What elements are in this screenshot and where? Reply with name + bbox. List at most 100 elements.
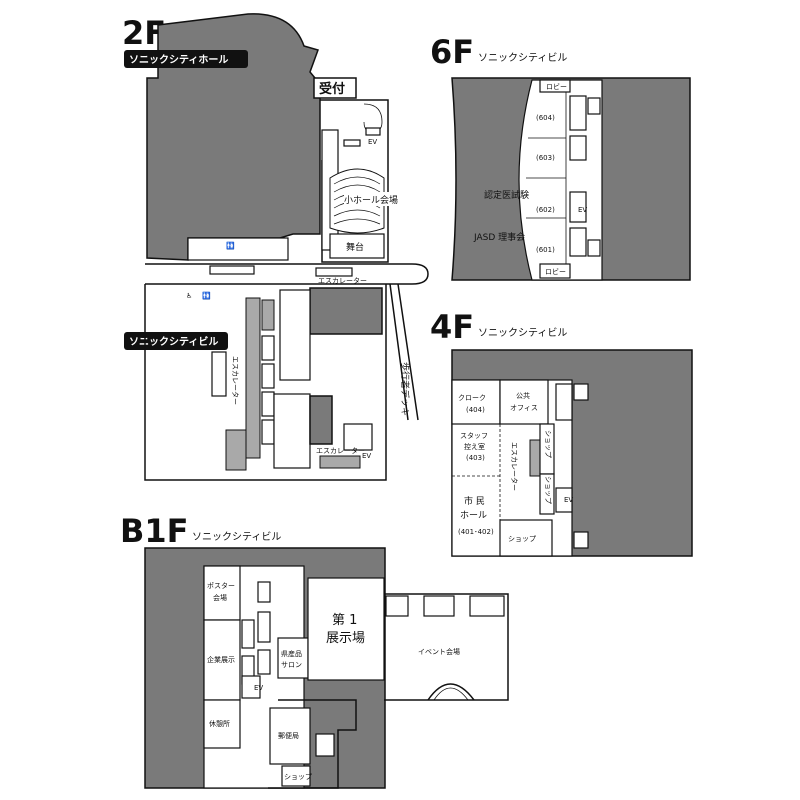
floor-4f: 4F ソニックシティビル クローク (404) 公共 オフィス スタッフ 控え室… [430,308,693,557]
b1f-col-1 [241,619,255,649]
2f-inner-court [279,289,311,381]
building-badge-text: ソニックシティビル [129,335,218,348]
4f-shop-c [499,519,553,557]
6f-room-603: (603) [536,154,555,162]
public-office [499,379,549,425]
b1f-shop-label: ショップ [284,773,312,781]
escalator-vertical-label: エスカレーター [231,356,240,405]
2f-hall-lower-strip [187,237,289,261]
4f-core-top [555,383,573,421]
event-hall-booth-2 [423,595,455,617]
2f-ev-block [343,423,373,451]
corporate-label: 企業展示 [207,655,235,664]
escalator-vertical-icon [211,351,227,397]
2f-corridor-room [209,265,255,275]
b1f-stair-top [257,581,271,603]
floor-4f-label: 4F [430,308,474,346]
pedestrian-deck [389,283,419,421]
6f-lobby-bottom [539,263,571,279]
4f-ev-label: EV [564,496,573,504]
post-office-label: 郵便局 [278,731,299,740]
2f-stack-2 [261,363,275,389]
2f-gray-bottom-left [225,429,247,471]
event-hall-outline [384,593,509,701]
hall1-label-2: 展示場 [326,631,365,646]
floor-b1f-label: B1F [120,512,189,550]
event-label: イベント会場 [418,647,460,656]
civic-hall-label-2: ホール [460,510,487,521]
6f-room-604: (604) [536,114,555,122]
4f-shop-a-label: ショップ [544,430,552,458]
2f-hall-ev-label: EV [368,138,377,146]
restroom-icon: 🚻 [202,291,211,300]
b1f-ev-label: EV [254,684,263,692]
cloak-number: (404) [466,406,485,414]
b1f-col-4 [257,649,271,675]
floor-4f-building: ソニックシティビル [478,327,567,339]
lounge-room [203,699,241,749]
salon-room [277,637,309,679]
6f-room-602: (602) [536,206,555,214]
2f-connector-corridor [145,263,429,285]
6f-lobby-top [539,79,571,93]
6f-stair-bottom [587,239,601,257]
6f-ev-label: EV [578,206,587,214]
b1f-stair-bottom [315,733,335,757]
restroom-icon-2f-hall: 🚻 [226,241,235,250]
2f-gray-column-1 [245,297,261,459]
2f-stack-4 [261,419,275,445]
escalator-bottom-icon [319,455,361,469]
2f-gray-block-right [309,395,333,445]
poster-label-1: ポスター [207,581,235,590]
b1f-shop [281,765,311,787]
event-hall-booth-3 [469,595,505,617]
public-office-label-2: オフィス [510,404,538,412]
lounge-label: 休憩所 [209,719,230,728]
accessible-icon: ♿ [186,292,192,300]
staff-label-2: 控え室 [464,442,485,451]
cloak-label: クローク [458,394,486,402]
poster-label-2: 会場 [213,593,227,602]
stage-label: 舞台 [346,241,364,253]
6f-lobby-bottom-label: ロビー [545,267,566,276]
small-hall-label: 小ホール会場 [344,194,398,206]
floor-6f: 6F ソニックシティビル ロビー ロビー (604) (603) (602) (… [430,33,691,281]
hall1-label-1: 第 1 [332,613,357,628]
2f-building-outline [144,284,387,481]
2f-stack-1 [261,335,275,361]
6f-room-601: (601) [536,246,555,254]
2f-gray-column-2 [261,299,275,331]
post-office [269,707,311,765]
public-office-label-1: 公共 [516,391,530,400]
floor-2f: 2F ソニックシティホール 受付 EV 小ホール会場 舞台 [122,13,429,481]
4f-escalator-icon [529,439,541,477]
b1f-lower-outline [268,699,357,789]
6f-lobby-top-label: ロビー [546,82,567,91]
salon-label-2: サロン [281,661,302,669]
staff-number: (403) [466,454,485,462]
escalator-bottom-label: エスカレーター [316,446,365,455]
civic-hall-number: (401･402) [458,528,494,536]
4f-shop-b-label: ショップ [544,476,552,504]
b1f-col-3 [257,611,271,643]
2f-ev-boxes [365,127,381,136]
6f-stair-top [587,97,601,115]
2f-ev-label: EV [362,452,371,460]
hall-badge-text: ソニックシティホール [129,54,228,66]
reception-label: 受付 [319,81,345,97]
building-badge [124,332,228,350]
floor-b1f-building: ソニックシティビル [192,531,281,543]
deck-label: 歩行者デッキ [399,362,411,416]
hall-badge [124,50,248,68]
salon-label-1: 県産品 [281,649,302,658]
6f-core-bottom [569,227,587,257]
event-hall-booth-1 [385,595,409,617]
6f-core-mid [569,135,587,161]
escalator-top-label: エスカレーター [318,276,367,285]
6f-core-top [569,95,587,131]
4f-shop-c-label: ショップ [508,535,536,543]
hall1-room [307,577,385,681]
2f-gray-block-large [309,287,383,335]
stage-area [329,233,385,259]
